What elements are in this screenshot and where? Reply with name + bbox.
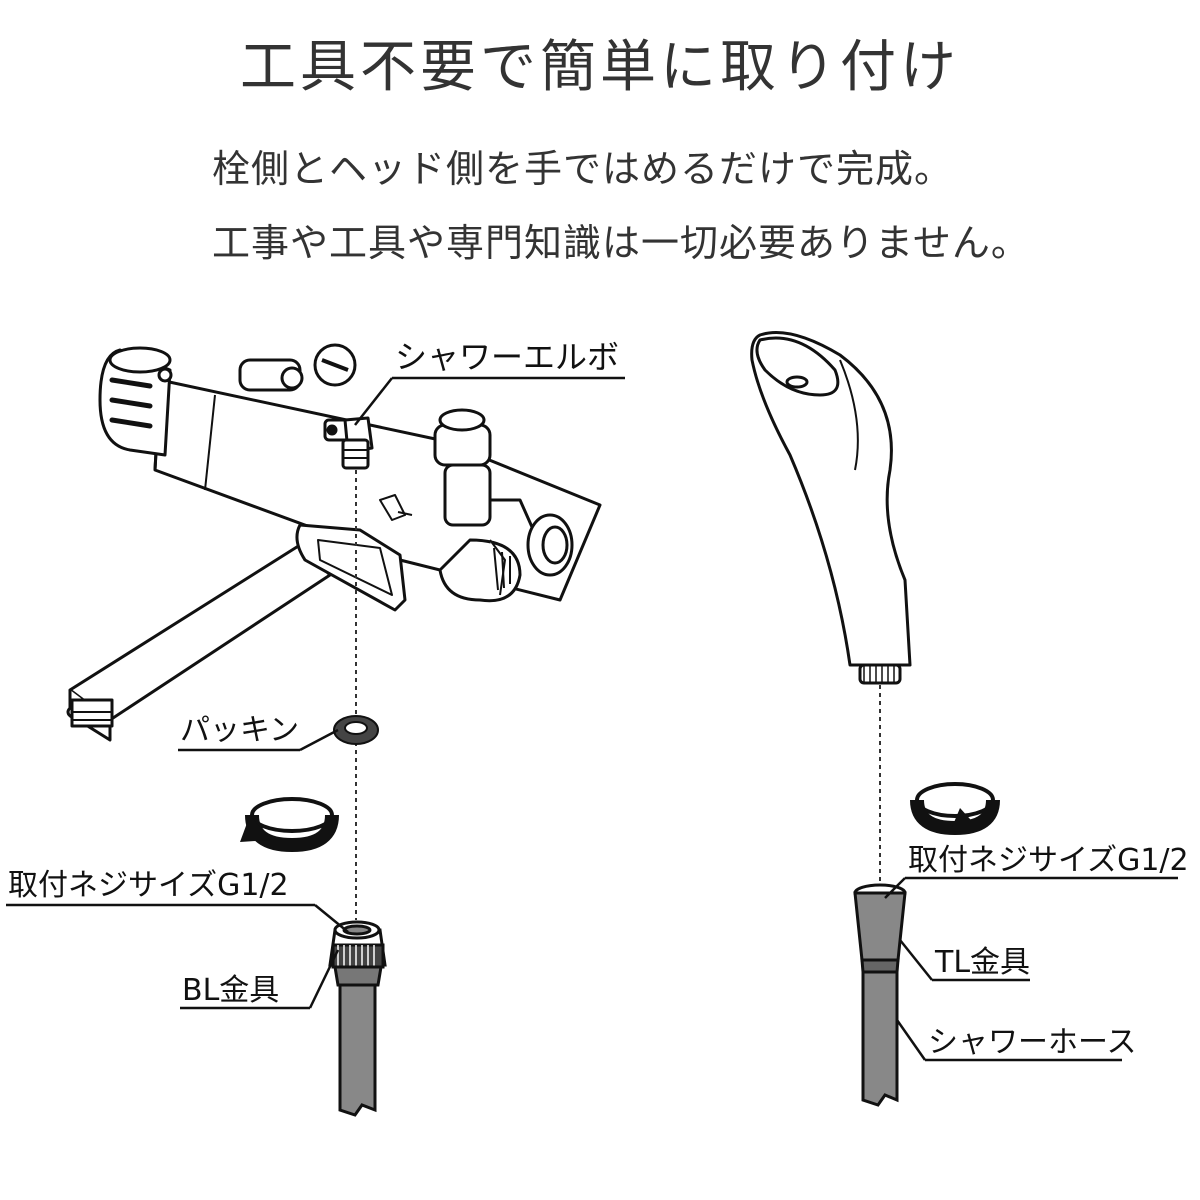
subtitle-line-2: 工事や工具や専門知識は一切必要ありません。 [212, 221, 1030, 265]
label-thread-size-left: 取付ネジサイズG1/2 [6, 868, 349, 933]
label-bl-fitting: BL金具 [180, 949, 340, 1010]
bl-fitting-label: BL金具 [182, 973, 279, 1008]
packing-label: パッキン [180, 713, 299, 748]
label-shower-hose: シャワーホース [895, 1019, 1137, 1062]
shower-hose-label: シャワーホース [928, 1025, 1137, 1060]
subtitle-line-1: 栓側とヘッド側を手ではめるだけで完成。 [212, 147, 954, 191]
thread-size-left-label: 取付ネジサイズG1/2 [8, 868, 289, 903]
bl-fitting-hose [328, 920, 387, 1117]
tl-fitting-label: TL金具 [934, 945, 1030, 980]
label-thread-size-right: 取付ネジサイズG1/2 [884, 843, 1189, 899]
label-packing: パッキン [178, 713, 339, 752]
faucet-illustration [66, 343, 602, 742]
shower-head-illustration [750, 331, 912, 685]
shower-elbow-label: シャワーエルボ [395, 338, 619, 376]
tl-fitting-hose [853, 883, 907, 1107]
thread-size-right-label: 取付ネジサイズG1/2 [908, 843, 1189, 878]
packing-washer [333, 715, 379, 745]
shower-elbow-part [323, 416, 374, 470]
label-shower-elbow: シャワーエルボ [354, 338, 625, 426]
page-title: 工具不要で簡単に取り付け [240, 35, 960, 100]
rotate-counterclockwise-icon [910, 782, 1000, 836]
label-tl-fitting: TL金具 [899, 939, 1030, 982]
rotate-clockwise-icon [240, 797, 339, 853]
